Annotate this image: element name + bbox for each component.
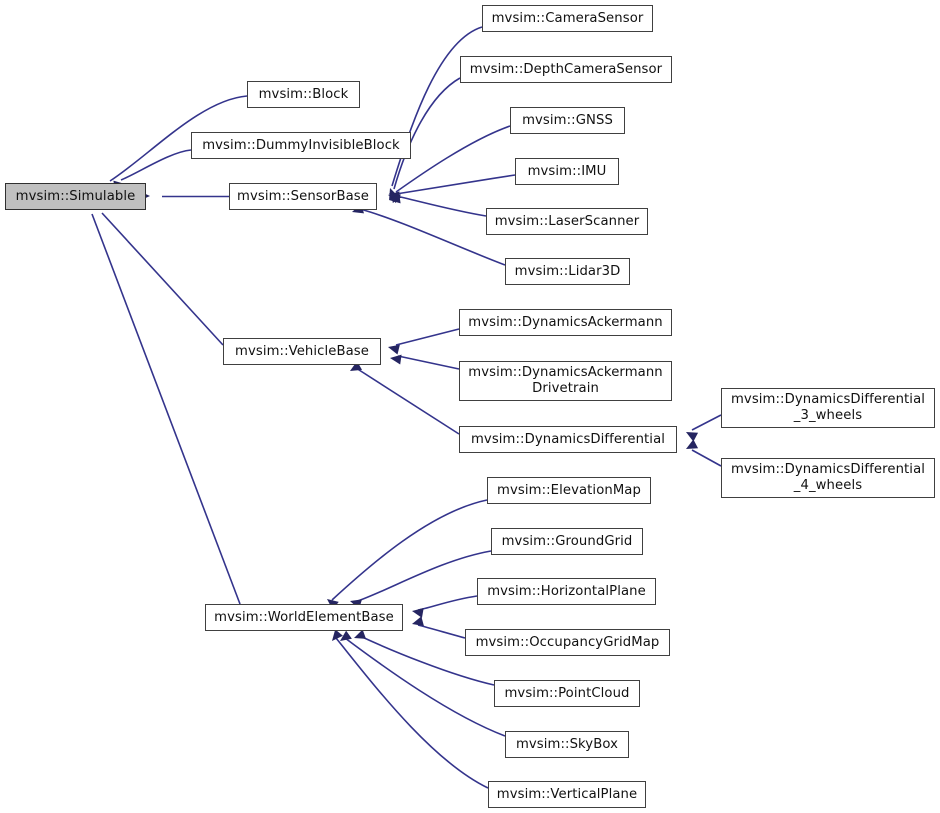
class-node-camerasensor[interactable]: mvsim::CameraSensor	[482, 5, 653, 32]
arrow-into-worldelementbase-from-horizontalplane	[412, 607, 424, 618]
edge-laserscanner-to-sensorbase	[395, 195, 487, 217]
class-node-diff3wheels[interactable]: mvsim::DynamicsDifferential _3_wheels	[721, 388, 935, 428]
edge-dynamicsdifferential-to-vehiclebase	[355, 367, 460, 435]
class-node-imu[interactable]: mvsim::IMU	[515, 158, 619, 185]
class-node-diff4wheels[interactable]: mvsim::DynamicsDifferential _4_wheels	[721, 458, 935, 498]
class-node-label: mvsim::CameraSensor	[491, 10, 644, 26]
edge-lidar3d-to-sensorbase	[359, 208, 506, 266]
class-node-label: mvsim::SkyBox	[515, 736, 619, 752]
class-node-label: mvsim::LaserScanner	[494, 213, 640, 229]
edge-worldelementbase-to-simulable	[91, 213, 241, 605]
class-node-vehiclebase[interactable]: mvsim::VehicleBase	[223, 338, 381, 365]
edge-ackermanndrivetrain-to-vehiclebase	[397, 355, 460, 370]
edge-block-to-simulable	[109, 95, 248, 182]
class-node-elevationmap[interactable]: mvsim::ElevationMap	[487, 477, 651, 504]
arrow-into-sensorbase-from-laserscanner	[389, 193, 401, 204]
class-node-occupancygridmap[interactable]: mvsim::OccupancyGridMap	[465, 629, 670, 656]
class-node-label: mvsim::DynamicsDifferential	[470, 431, 666, 447]
arrow-into-vehiclebase-from-dynamicsdifferential	[350, 361, 363, 371]
class-node-label: mvsim::Block	[258, 86, 349, 102]
class-node-dummyinvisibleblock[interactable]: mvsim::DummyInvisibleBlock	[191, 132, 411, 159]
edge-imu-to-sensorbase	[395, 174, 516, 195]
class-node-label: mvsim::DynamicsAckermann Drivetrain	[468, 365, 663, 396]
class-node-worldelementbase[interactable]: mvsim::WorldElementBase	[205, 604, 403, 631]
class-node-horizontalplane[interactable]: mvsim::HorizontalPlane	[477, 578, 656, 605]
class-node-dynamicsackermann[interactable]: mvsim::DynamicsAckermann	[459, 309, 672, 336]
class-node-depthcamerasensor[interactable]: mvsim::DepthCameraSensor	[460, 56, 672, 83]
edge-elevationmap-to-worldelementbase	[331, 499, 488, 601]
class-node-label: mvsim::DynamicsDifferential _3_wheels	[730, 392, 926, 423]
arrow-into-worldelementbase-from-pointcloud	[354, 629, 367, 639]
class-node-block[interactable]: mvsim::Block	[247, 81, 360, 108]
arrow-into-dynamicsdifferential-from-diff4wheels	[686, 439, 699, 449]
class-node-label: mvsim::VehicleBase	[235, 343, 369, 359]
class-node-simulable[interactable]: mvsim::Simulable	[5, 183, 146, 210]
arrow-into-worldelementbase-from-skybox	[340, 630, 352, 641]
class-node-ackermanndrivetrain[interactable]: mvsim::DynamicsAckermann Drivetrain	[459, 361, 672, 401]
edge-diff3wheels-to-dynamicsdifferential	[691, 414, 722, 431]
class-node-lidar3d[interactable]: mvsim::Lidar3D	[505, 258, 630, 285]
edge-groundgrid-to-worldelementbase	[354, 550, 492, 603]
class-node-label: mvsim::IMU	[527, 163, 607, 179]
class-node-sensorbase[interactable]: mvsim::SensorBase	[229, 183, 377, 210]
edge-gnss-to-sensorbase	[395, 125, 511, 193]
arrow-into-worldelementbase-from-occupancygridmap	[412, 616, 424, 626]
class-node-laserscanner[interactable]: mvsim::LaserScanner	[486, 208, 648, 235]
edge-camerasensor-to-sensorbase	[391, 26, 483, 187]
edge-skybox-to-worldelementbase	[344, 637, 506, 737]
class-node-label: mvsim::GroundGrid	[501, 533, 633, 549]
arrow-into-vehiclebase-from-dynamicsackermann	[388, 344, 400, 355]
class-node-label: mvsim::DummyInvisibleBlock	[202, 137, 400, 153]
class-node-label: mvsim::SensorBase	[237, 188, 369, 204]
arrow-into-dynamicsdifferential-from-diff3wheels	[686, 432, 699, 442]
class-node-label: mvsim::OccupancyGridMap	[475, 634, 660, 650]
class-node-label: mvsim::DynamicsAckermann	[468, 314, 663, 330]
class-node-verticalplane[interactable]: mvsim::VerticalPlane	[488, 781, 646, 808]
class-node-dynamicsdifferential[interactable]: mvsim::DynamicsDifferential	[459, 426, 677, 453]
class-node-groundgrid[interactable]: mvsim::GroundGrid	[491, 528, 643, 555]
class-node-skybox[interactable]: mvsim::SkyBox	[505, 731, 629, 758]
arrow-into-worldelementbase-from-verticalplane	[332, 629, 343, 641]
class-node-pointcloud[interactable]: mvsim::PointCloud	[494, 680, 640, 707]
class-node-label: mvsim::ElevationMap	[497, 482, 641, 498]
arrow-into-vehiclebase-from-ackermanndrivetrain	[390, 354, 402, 365]
class-node-label: mvsim::PointCloud	[504, 685, 630, 701]
class-node-gnss[interactable]: mvsim::GNSS	[510, 107, 625, 134]
class-node-label: mvsim::DynamicsDifferential _4_wheels	[730, 462, 926, 493]
class-node-label: mvsim::DepthCameraSensor	[469, 61, 663, 77]
edge-depthcamerasensor-to-sensorbase	[393, 77, 461, 190]
class-node-label: mvsim::Lidar3D	[514, 263, 621, 279]
edge-diff4wheels-to-dynamicsdifferential	[691, 449, 722, 467]
class-node-label: mvsim::VerticalPlane	[496, 786, 638, 802]
edge-occupancygridmap-to-worldelementbase	[417, 624, 466, 639]
class-node-label: mvsim::HorizontalPlane	[487, 583, 646, 599]
class-node-label: mvsim::WorldElementBase	[214, 609, 394, 625]
edge-horizontalplane-to-worldelementbase	[417, 595, 478, 611]
edge-dummyinvisibleblock-to-simulable	[120, 149, 192, 181]
edge-pointcloud-to-worldelementbase	[359, 635, 495, 686]
edge-vehiclebase-to-simulable	[101, 212, 224, 346]
edge-dynamicsackermann-to-vehiclebase	[395, 328, 460, 346]
class-node-label: mvsim::GNSS	[522, 112, 613, 128]
class-node-label: mvsim::Simulable	[15, 188, 136, 204]
edge-verticalplane-to-worldelementbase	[335, 637, 489, 789]
